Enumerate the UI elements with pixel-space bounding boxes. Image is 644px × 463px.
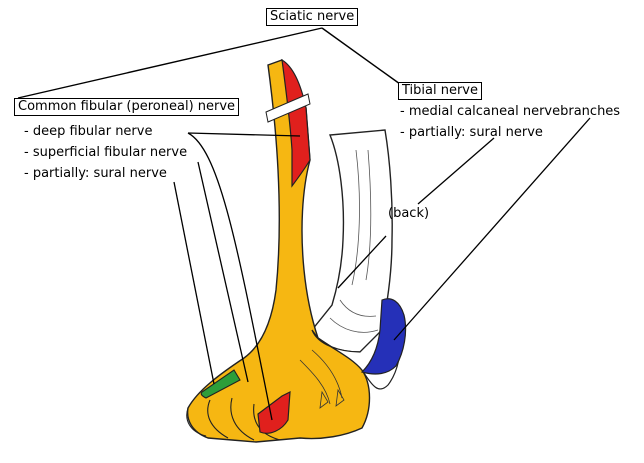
medial-calcaneal-text: - medial calcaneal nervebranches [400,104,620,120]
superficial-fibular-nerve-text: - superficial fibular nerve [24,145,187,161]
deep-fibular-nerve-text: - deep fibular nerve [24,124,152,140]
medial-calcaneal-pointer [394,118,590,340]
tibial-nerve-label: Tibial nerve [398,82,482,100]
common-fibular-nerve-label: Common fibular (peroneal) nerve [14,98,239,116]
sural-nerve-partial-text: - partially: sural nerve [24,166,167,182]
back-label: (back) [388,206,429,222]
back-pointer [418,138,494,204]
sciatic-nerve-label: Sciatic nerve [266,8,358,26]
sciatic-to-tibial-line [322,28,400,84]
sural-pointer [174,182,214,384]
tibial-sural-partial-text: - partially: sural nerve [400,125,543,141]
